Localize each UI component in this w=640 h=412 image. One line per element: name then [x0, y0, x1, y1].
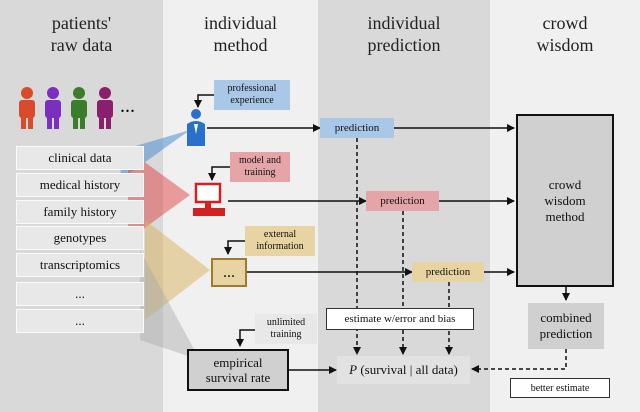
data-row-medical-history: medical history [16, 173, 144, 197]
survival-probability-box: P (survival | all data) [337, 356, 470, 384]
connector-professional [194, 94, 214, 108]
data-row-clinical: clinical data [16, 146, 144, 170]
data-row-ellipsis-1: ... [16, 282, 144, 306]
survival-probability-text: (survival | all data) [357, 362, 458, 377]
data-row-transcriptomics: transcriptomics [16, 253, 144, 277]
data-row-genotypes: genotypes [16, 226, 144, 250]
person-purple-icon [45, 87, 61, 129]
doctor-icon [187, 109, 205, 146]
data-row-ellipsis-2: ... [16, 309, 144, 333]
empirical-survival-rate-label: empirical survival rate [205, 355, 271, 385]
computer-icon [193, 182, 225, 216]
model-training-box: model and training [230, 152, 290, 182]
professional-experience-box: professional experience [214, 80, 290, 110]
prediction-box-1: prediction [320, 118, 394, 138]
person-red-icon [19, 87, 35, 129]
person-green-icon [71, 87, 87, 129]
people-ellipsis: ... [120, 95, 135, 117]
crowd-wisdom-method-box: crowd wisdom method [516, 114, 614, 287]
funnel-gray [140, 250, 200, 360]
connector-model [208, 166, 230, 181]
combined-prediction-box: combined prediction [528, 303, 604, 349]
combined-prediction-label: combined prediction [539, 310, 593, 341]
unlimited-training-box: unlimited training [255, 314, 317, 344]
header-individual-method: individual method [204, 13, 277, 55]
crowd-wisdom-method-label: crowd wisdom method [544, 176, 586, 224]
person-magenta-icon [97, 87, 113, 129]
data-row-family-history: family history [16, 200, 144, 224]
connector-external [224, 240, 245, 255]
prediction-box-2: prediction [366, 191, 439, 211]
better-estimate-box: better estimate [510, 378, 610, 398]
dashed-arrow-combined-survival [471, 349, 567, 373]
external-information-box: external information [245, 226, 315, 256]
prediction-box-3: prediction [412, 262, 484, 282]
header-individual-prediction: individual prediction [367, 13, 441, 55]
empirical-survival-rate-box: empirical survival rate [187, 349, 289, 391]
external-info-screen-icon: ... [211, 258, 247, 287]
connector-unlimited [236, 329, 255, 347]
estimate-error-bias-box: estimate w/error and bias [326, 308, 474, 330]
header-crowd-wisdom: crowd wisdom [536, 13, 594, 55]
header-raw-data: patients' raw data [50, 13, 113, 55]
funnel-gold [145, 220, 210, 320]
survival-probability-p: P [349, 362, 358, 377]
